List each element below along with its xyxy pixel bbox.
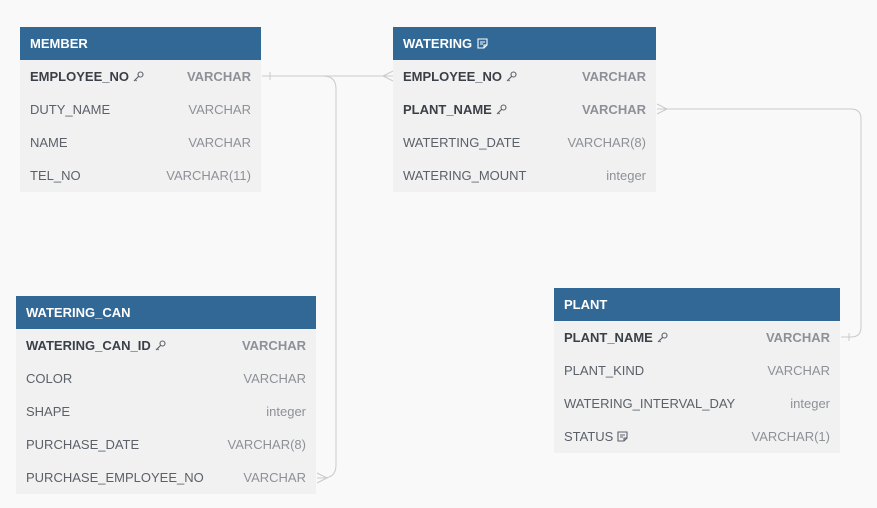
column-row[interactable]: NAME VARCHAR (20, 126, 261, 159)
column-row[interactable]: PLANT_KIND VARCHAR (554, 354, 840, 387)
table-title: MEMBER (20, 27, 261, 60)
column-row[interactable]: DUTY_NAME VARCHAR (20, 93, 261, 126)
column-row[interactable]: EMPLOYEE_NO VARCHAR (393, 60, 656, 93)
column-type: VARCHAR(8) (227, 437, 307, 452)
column-row[interactable]: STATUS VARCHAR(1) (554, 420, 840, 453)
column-name: DUTY_NAME (30, 102, 111, 117)
column-name: STATUS (564, 429, 614, 444)
column-name: WATERING_INTERVAL_DAY (564, 396, 736, 411)
table-watering[interactable]: WATERING EMPLOYEE_NO VARCHAR PLANT_NAME … (393, 27, 656, 192)
column-name: SHAPE (26, 404, 71, 419)
column-type: VARCHAR (243, 371, 306, 386)
column-row[interactable]: PLANT_NAME VARCHAR (393, 93, 656, 126)
table-watering-can[interactable]: WATERING_CAN WATERING_CAN_ID VARCHAR COL… (16, 296, 316, 494)
column-type: VARCHAR (241, 338, 306, 353)
column-name: WATERTING_DATE (403, 135, 521, 150)
column-name: PLANT_KIND (564, 363, 645, 378)
column-row[interactable]: WATERTING_DATE VARCHAR(8) (393, 126, 656, 159)
column-row[interactable]: WATERING_CAN_ID VARCHAR (16, 329, 316, 362)
relation-member-watering-can (317, 75, 337, 479)
table-title: WATERING (403, 36, 473, 51)
column-name: EMPLOYEE_NO (30, 69, 129, 84)
column-type: VARCHAR (765, 330, 830, 345)
key-icon (155, 340, 166, 351)
column-name: COLOR (26, 371, 73, 386)
relation-watering-plant (657, 108, 862, 338)
column-type: VARCHAR (581, 102, 646, 117)
note-icon (477, 38, 488, 49)
column-type: VARCHAR(8) (567, 135, 647, 150)
column-row[interactable]: SHAPE integer (16, 395, 316, 428)
key-icon (657, 332, 668, 343)
column-name: TEL_NO (30, 168, 81, 183)
note-icon (617, 431, 628, 442)
column-type: VARCHAR (186, 69, 251, 84)
table-member[interactable]: MEMBER EMPLOYEE_NO VARCHAR DUTY_NAME VAR… (20, 27, 261, 192)
column-type: VARCHAR (188, 135, 251, 150)
key-icon (133, 71, 144, 82)
column-name: PURCHASE_EMPLOYEE_NO (26, 470, 204, 485)
column-type: VARCHAR (581, 69, 646, 84)
table-plant[interactable]: PLANT PLANT_NAME VARCHAR PLANT_KIND VARC… (554, 288, 840, 453)
column-type: VARCHAR(11) (166, 168, 251, 183)
column-name: WATERING_MOUNT (403, 168, 527, 183)
column-name: WATERING_CAN_ID (26, 338, 151, 353)
column-row[interactable]: COLOR VARCHAR (16, 362, 316, 395)
table-title: WATERING_CAN (16, 296, 316, 329)
column-row[interactable]: TEL_NO VARCHAR(11) (20, 159, 261, 192)
column-name: PLANT_NAME (403, 102, 492, 117)
column-name: PLANT_NAME (564, 330, 653, 345)
column-name: EMPLOYEE_NO (403, 69, 502, 84)
table-title: PLANT (554, 288, 840, 321)
column-type: integer (606, 168, 646, 183)
column-type: VARCHAR (767, 363, 830, 378)
column-row[interactable]: PURCHASE_DATE VARCHAR(8) (16, 428, 316, 461)
column-type: integer (790, 396, 830, 411)
column-row[interactable]: EMPLOYEE_NO VARCHAR (20, 60, 261, 93)
column-type: VARCHAR (188, 102, 251, 117)
key-icon (496, 104, 507, 115)
column-name: NAME (30, 135, 68, 150)
column-type: integer (266, 404, 306, 419)
column-type: VARCHAR (243, 470, 306, 485)
column-name: PURCHASE_DATE (26, 437, 140, 452)
column-row[interactable]: PLANT_NAME VARCHAR (554, 321, 840, 354)
column-row[interactable]: WATERING_MOUNT integer (393, 159, 656, 192)
key-icon (506, 71, 517, 82)
table-header: WATERING (393, 27, 656, 60)
column-row[interactable]: WATERING_INTERVAL_DAY integer (554, 387, 840, 420)
column-type: VARCHAR(1) (751, 429, 831, 444)
column-row[interactable]: PURCHASE_EMPLOYEE_NO VARCHAR (16, 461, 316, 494)
